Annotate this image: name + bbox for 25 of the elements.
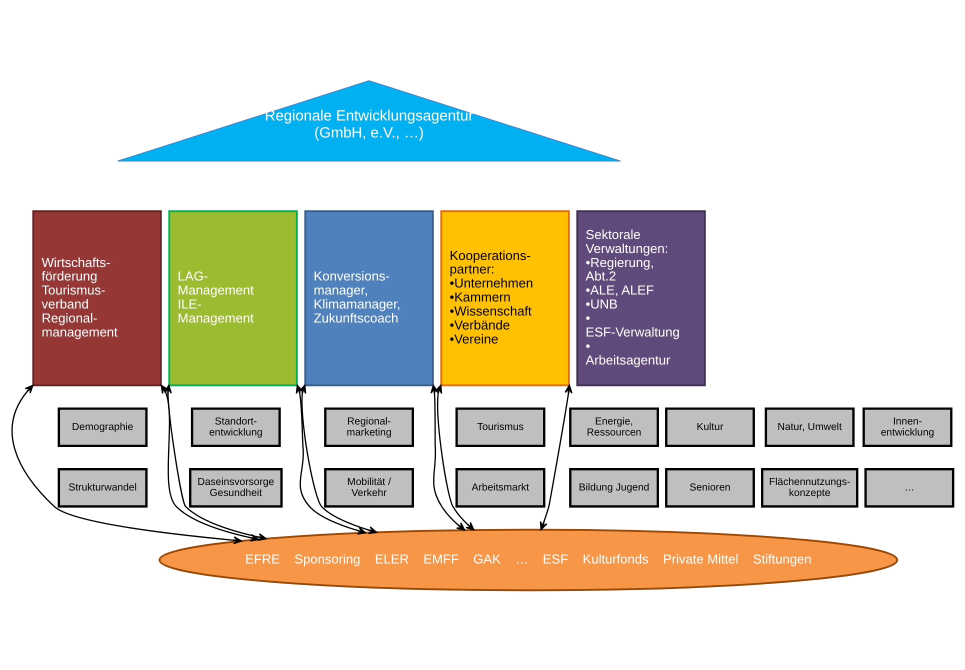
node-box: Mobilität / Verkehr xyxy=(324,468,414,508)
node-box: Energie, Ressourcen xyxy=(569,406,659,447)
node-box: LAG- Management ILE- Management xyxy=(168,210,298,386)
arrow xyxy=(434,384,474,530)
node-box: Demographie xyxy=(58,406,148,447)
arrow xyxy=(298,384,378,534)
node-box: Natur, Umwelt xyxy=(764,406,855,447)
node-box: Kooperations- partner: •Unternehmen •Kammern •Wissenschaft •Verbände •Vereine xyxy=(440,210,570,386)
node-box: Tourismus xyxy=(455,406,546,447)
node-box: Konversions- manager, Klimamanager, Zukunftscoach xyxy=(304,210,434,386)
node-box: Standort- entwicklung xyxy=(190,406,281,447)
node-box: Arbeitsmarkt xyxy=(455,468,546,508)
arrow xyxy=(540,384,573,530)
node-box: Regional- marketing xyxy=(324,406,414,447)
node-box: Daseinsvorsorge Gesundheit xyxy=(189,468,283,508)
node-box: Flächennutzungs- konzepte xyxy=(761,468,858,508)
node-box: Innen- entwicklung xyxy=(862,406,952,447)
node-box: Wirtschafts- förderung Tourismus- verband Regional- management xyxy=(32,210,162,386)
node-box: Senioren xyxy=(665,468,755,508)
node-ellipse: EFRE Sponsoring ELER EMFF GAK … ESF Kulturfonds Private Mittel Stiftungen xyxy=(158,528,898,591)
node-box: Kultur xyxy=(665,406,755,447)
node-box: Strukturwandel xyxy=(58,468,148,508)
node-box: … xyxy=(864,468,954,508)
node-box: Bildung Jugend xyxy=(569,468,659,508)
node-box: Sektorale Verwaltungen: •Regierung, Abt.2 •ALE, ALEF •UNB • ESF-Verwaltung • Arbeitsagentur xyxy=(576,210,706,386)
